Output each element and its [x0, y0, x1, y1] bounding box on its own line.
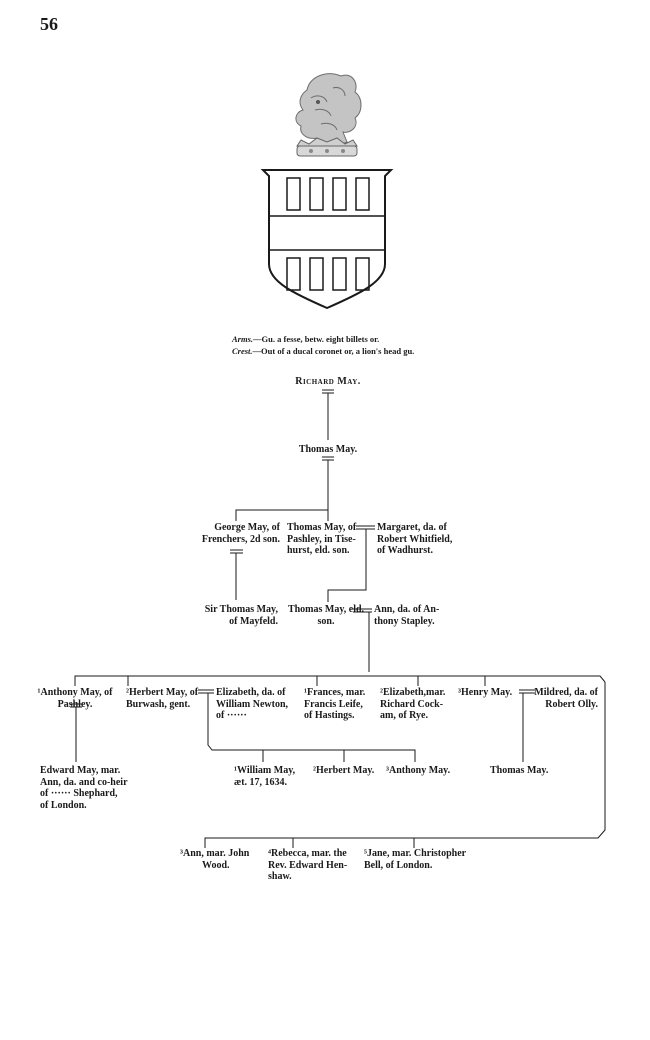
- elizabeth-newton-line-1: Elizabeth, da. of: [216, 687, 286, 698]
- edward-line-3: of ······ Shephard,: [40, 788, 118, 799]
- person-thomas-may-son-of-henry: Thomas May.: [490, 765, 549, 776]
- herbert-line-2: Burwash, gent.: [126, 698, 191, 710]
- margaret-line-1: Margaret, da. of: [377, 522, 447, 533]
- arms-line: Arms.—Gu. a fesse, betw. eight billets o…: [232, 333, 414, 345]
- person-anthony-may-son: ³Anthony May.: [386, 765, 451, 776]
- thomas2-line-2: Pashley, in Tise-: [287, 533, 356, 545]
- arms-label: Arms.: [232, 334, 254, 344]
- sir-thomas-line-1: Sir Thomas May,: [204, 604, 278, 615]
- person-william-may: ¹William May, æt. 17, 1634.: [234, 765, 295, 788]
- person-ann-wood: ³Ann, mar. John Wood.: [180, 848, 249, 871]
- thomas3-line-2: son.: [317, 615, 335, 627]
- lion-head-crest-icon: [295, 73, 362, 145]
- person-mildred: Mildred, da. of Robert Olly.: [528, 687, 598, 710]
- crest-line: Crest.—Out of a ducal coronet or, a lion…: [232, 345, 414, 357]
- edward-line-2: Ann, da. and co-heir: [40, 776, 128, 788]
- jane-line-2: Bell, of London.: [364, 859, 433, 871]
- ducal-coronet-icon: [296, 137, 358, 157]
- person-herbert-may: ²Herbert May, of Burwash, gent.: [126, 687, 198, 710]
- jane-line-1: ⁵Jane, mar. Christopher: [364, 848, 467, 859]
- thomas2-line-3: hurst, eld. son.: [287, 545, 350, 556]
- person-elizabeth-newton: Elizabeth, da. of William Newton, of ···…: [216, 687, 288, 722]
- elizabeth-cock-line-2: Richard Cock-: [380, 698, 444, 710]
- rebecca-line-2: Rev. Edward Hen-: [268, 859, 348, 871]
- shield-icon: [260, 169, 394, 310]
- edward-line-4: of London.: [40, 799, 87, 811]
- crest-text: —Out of a ducal coronet or, a lion's hea…: [252, 346, 415, 356]
- person-george-may: George May, of Frenchers, 2d son.: [190, 522, 280, 545]
- frances-line-2: Francis Leife,: [304, 698, 363, 710]
- person-rebecca: ⁴Rebecca, mar. the Rev. Edward Hen- shaw…: [268, 848, 347, 883]
- person-margaret: Margaret, da. of Robert Whitfield, of Wa…: [377, 522, 452, 557]
- person-henry-may: ³Henry May.: [458, 687, 513, 698]
- crest-label: Crest.: [232, 346, 253, 356]
- ann-stapley-line-2: thony Stapley.: [374, 615, 435, 627]
- william-line-2: æt. 17, 1634.: [234, 776, 288, 788]
- edward-line-1: Edward May, mar.: [40, 765, 121, 776]
- arms-text: —Gu. a fesse, betw. eight billets or.: [253, 334, 380, 344]
- mildred-line-1: Mildred, da. of: [534, 687, 598, 698]
- george-line-2: Frenchers, 2d son.: [201, 533, 280, 545]
- blazon-text: Arms.—Gu. a fesse, betw. eight billets o…: [232, 333, 414, 357]
- person-thomas-may-eldest: Thomas May, eld. son.: [284, 604, 368, 627]
- person-thomas-may-pashley: Thomas May, of Pashley, in Tise- hurst, …: [287, 522, 356, 557]
- ann-wood-line-1: ³Ann, mar. John: [180, 848, 250, 859]
- coat-of-arms-illustration: [260, 73, 394, 310]
- anthony-line-2: Pashley.: [57, 698, 93, 710]
- margaret-line-2: Robert Whitfield,: [377, 533, 453, 545]
- thomas3-line-1: Thomas May, eld.: [287, 604, 365, 615]
- mildred-line-2: Robert Olly.: [545, 698, 598, 710]
- person-elizabeth-cockam: ²Elizabeth,mar. Richard Cock- am, of Rye…: [380, 687, 445, 722]
- person-richard-may: Richard May.: [295, 376, 361, 387]
- herbert-line-1: ²Herbert May, of: [126, 687, 199, 698]
- person-herbert-may-son: ²Herbert May.: [313, 765, 375, 776]
- page-number: 56: [40, 14, 58, 34]
- rebecca-line-1: ⁴Rebecca, mar. the: [268, 848, 347, 859]
- frances-line-3: of Hastings.: [304, 710, 355, 721]
- sir-thomas-line-2: of Mayfeld.: [229, 615, 278, 627]
- ann-stapley-line-1: Ann, da. of An-: [374, 604, 440, 615]
- margaret-line-3: of Wadhurst.: [377, 545, 433, 556]
- person-frances: ¹Frances, mar. Francis Leife, of Hasting…: [304, 687, 365, 722]
- elizabeth-cock-line-3: am, of Rye.: [380, 710, 428, 721]
- elizabeth-newton-line-2: William Newton,: [216, 698, 289, 710]
- anthony-line-1: ¹Anthony May, of: [37, 687, 113, 698]
- george-line-1: George May, of: [214, 522, 280, 533]
- person-sir-thomas-may: Sir Thomas May, of Mayfeld.: [180, 604, 278, 627]
- william-line-1: ¹William May,: [234, 765, 296, 776]
- person-thomas-may: Thomas May.: [298, 444, 358, 455]
- person-anthony-may: ¹Anthony May, of Pashley.: [30, 687, 120, 710]
- person-ann-stapley: Ann, da. of An- thony Stapley.: [374, 604, 439, 627]
- elizabeth-cock-line-1: ²Elizabeth,mar.: [380, 687, 446, 698]
- frances-line-1: ¹Frances, mar.: [304, 687, 366, 698]
- person-jane: ⁵Jane, mar. Christopher Bell, of London.: [364, 848, 466, 871]
- elizabeth-newton-line-3: of ······: [216, 710, 247, 721]
- person-edward-may: Edward May, mar. Ann, da. and co-heir of…: [40, 765, 128, 811]
- thomas2-line-1: Thomas May, of: [287, 522, 357, 533]
- ann-wood-line-2: Wood.: [202, 859, 230, 871]
- rebecca-line-3: shaw.: [268, 871, 292, 882]
